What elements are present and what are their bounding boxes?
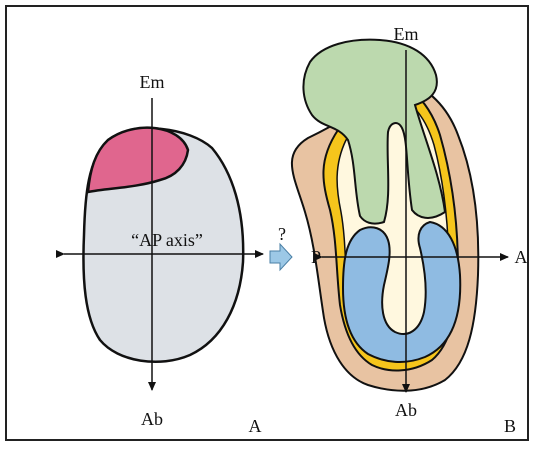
- em-label-b: Em: [394, 24, 419, 44]
- transition: ?: [270, 224, 292, 270]
- a-label: A: [515, 247, 528, 267]
- panel-letter-a: A: [249, 416, 262, 436]
- ap-axis-label: “AP axis”: [131, 230, 203, 250]
- panel-b: Em P A Ab B: [292, 24, 528, 436]
- question-mark: ?: [278, 224, 286, 244]
- p-label: P: [311, 247, 321, 267]
- em-label-a: Em: [140, 72, 165, 92]
- panel-letter-b: B: [504, 416, 516, 436]
- ab-label-b: Ab: [395, 400, 417, 420]
- panel-a: Em “AP axis” Ab A: [64, 72, 263, 436]
- ab-label-a: Ab: [141, 409, 163, 429]
- right-arrow-icon: [270, 244, 292, 270]
